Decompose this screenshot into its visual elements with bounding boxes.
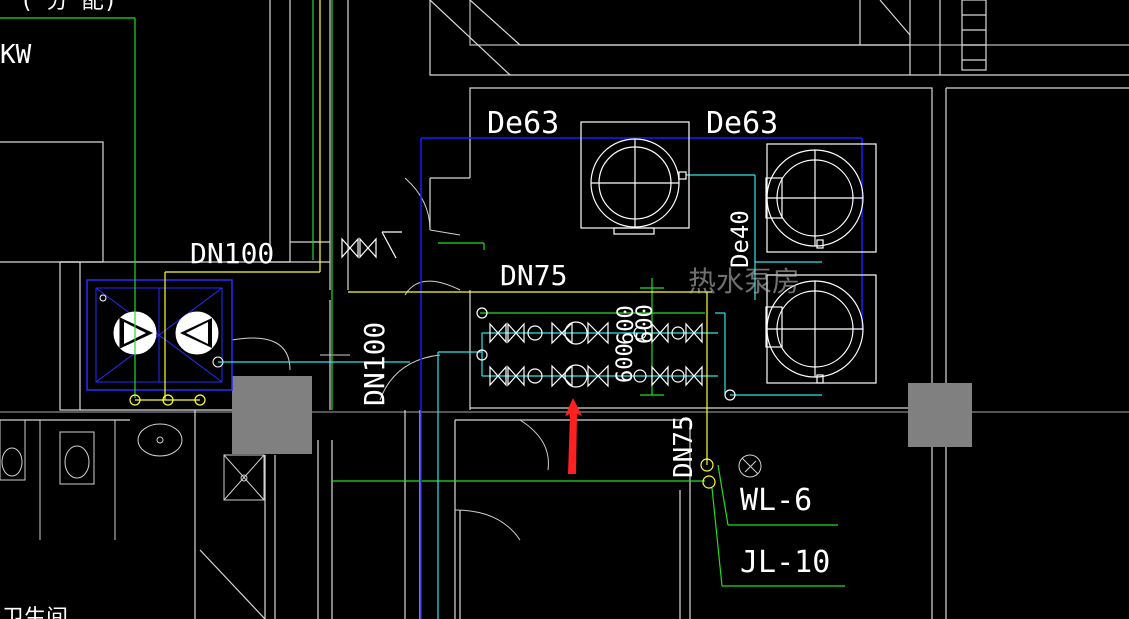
dim-600-label-b: 600 <box>613 343 638 383</box>
kw-partial-label: KW <box>0 40 32 70</box>
yellow-pipes <box>129 0 716 489</box>
dim-600-label-c: 600 <box>633 304 658 344</box>
dn100-vertical-label: DN100 <box>358 322 391 406</box>
cyan-pipes <box>218 174 822 619</box>
de63-left-label: De63 <box>487 106 559 141</box>
de63-right-label: De63 <box>706 106 778 141</box>
equipment-tanks <box>580 121 877 384</box>
dn75-horizontal-label: DN75 <box>500 259 567 292</box>
door-swings <box>231 177 549 541</box>
wl6-label: WL-6 <box>740 483 812 518</box>
dn100-horizontal-label: DN100 <box>190 237 274 270</box>
dim-600-label-a: 600 <box>614 305 639 345</box>
drawing-labels: ( 分 配) KW DE De63 De63 DN100 DN75 热水泵房 D… <box>0 0 830 619</box>
top-left-partial-label: ( 分 配) <box>20 0 117 14</box>
jl10-label: JL-10 <box>740 545 830 580</box>
red-arrow-marker <box>565 398 582 474</box>
de40-label: De40 <box>726 210 754 268</box>
valve-assembly <box>341 231 736 401</box>
structural-column-left <box>232 376 312 454</box>
blue-pipes <box>420 137 863 619</box>
dn75-vertical-label: DN75 <box>669 415 699 478</box>
sanitary-fixtures <box>0 419 762 540</box>
room-name-label: 热水泵房 <box>688 265 800 298</box>
structural-column-right <box>908 383 972 447</box>
bottom-left-partial-label: 卫生间 <box>2 606 68 619</box>
